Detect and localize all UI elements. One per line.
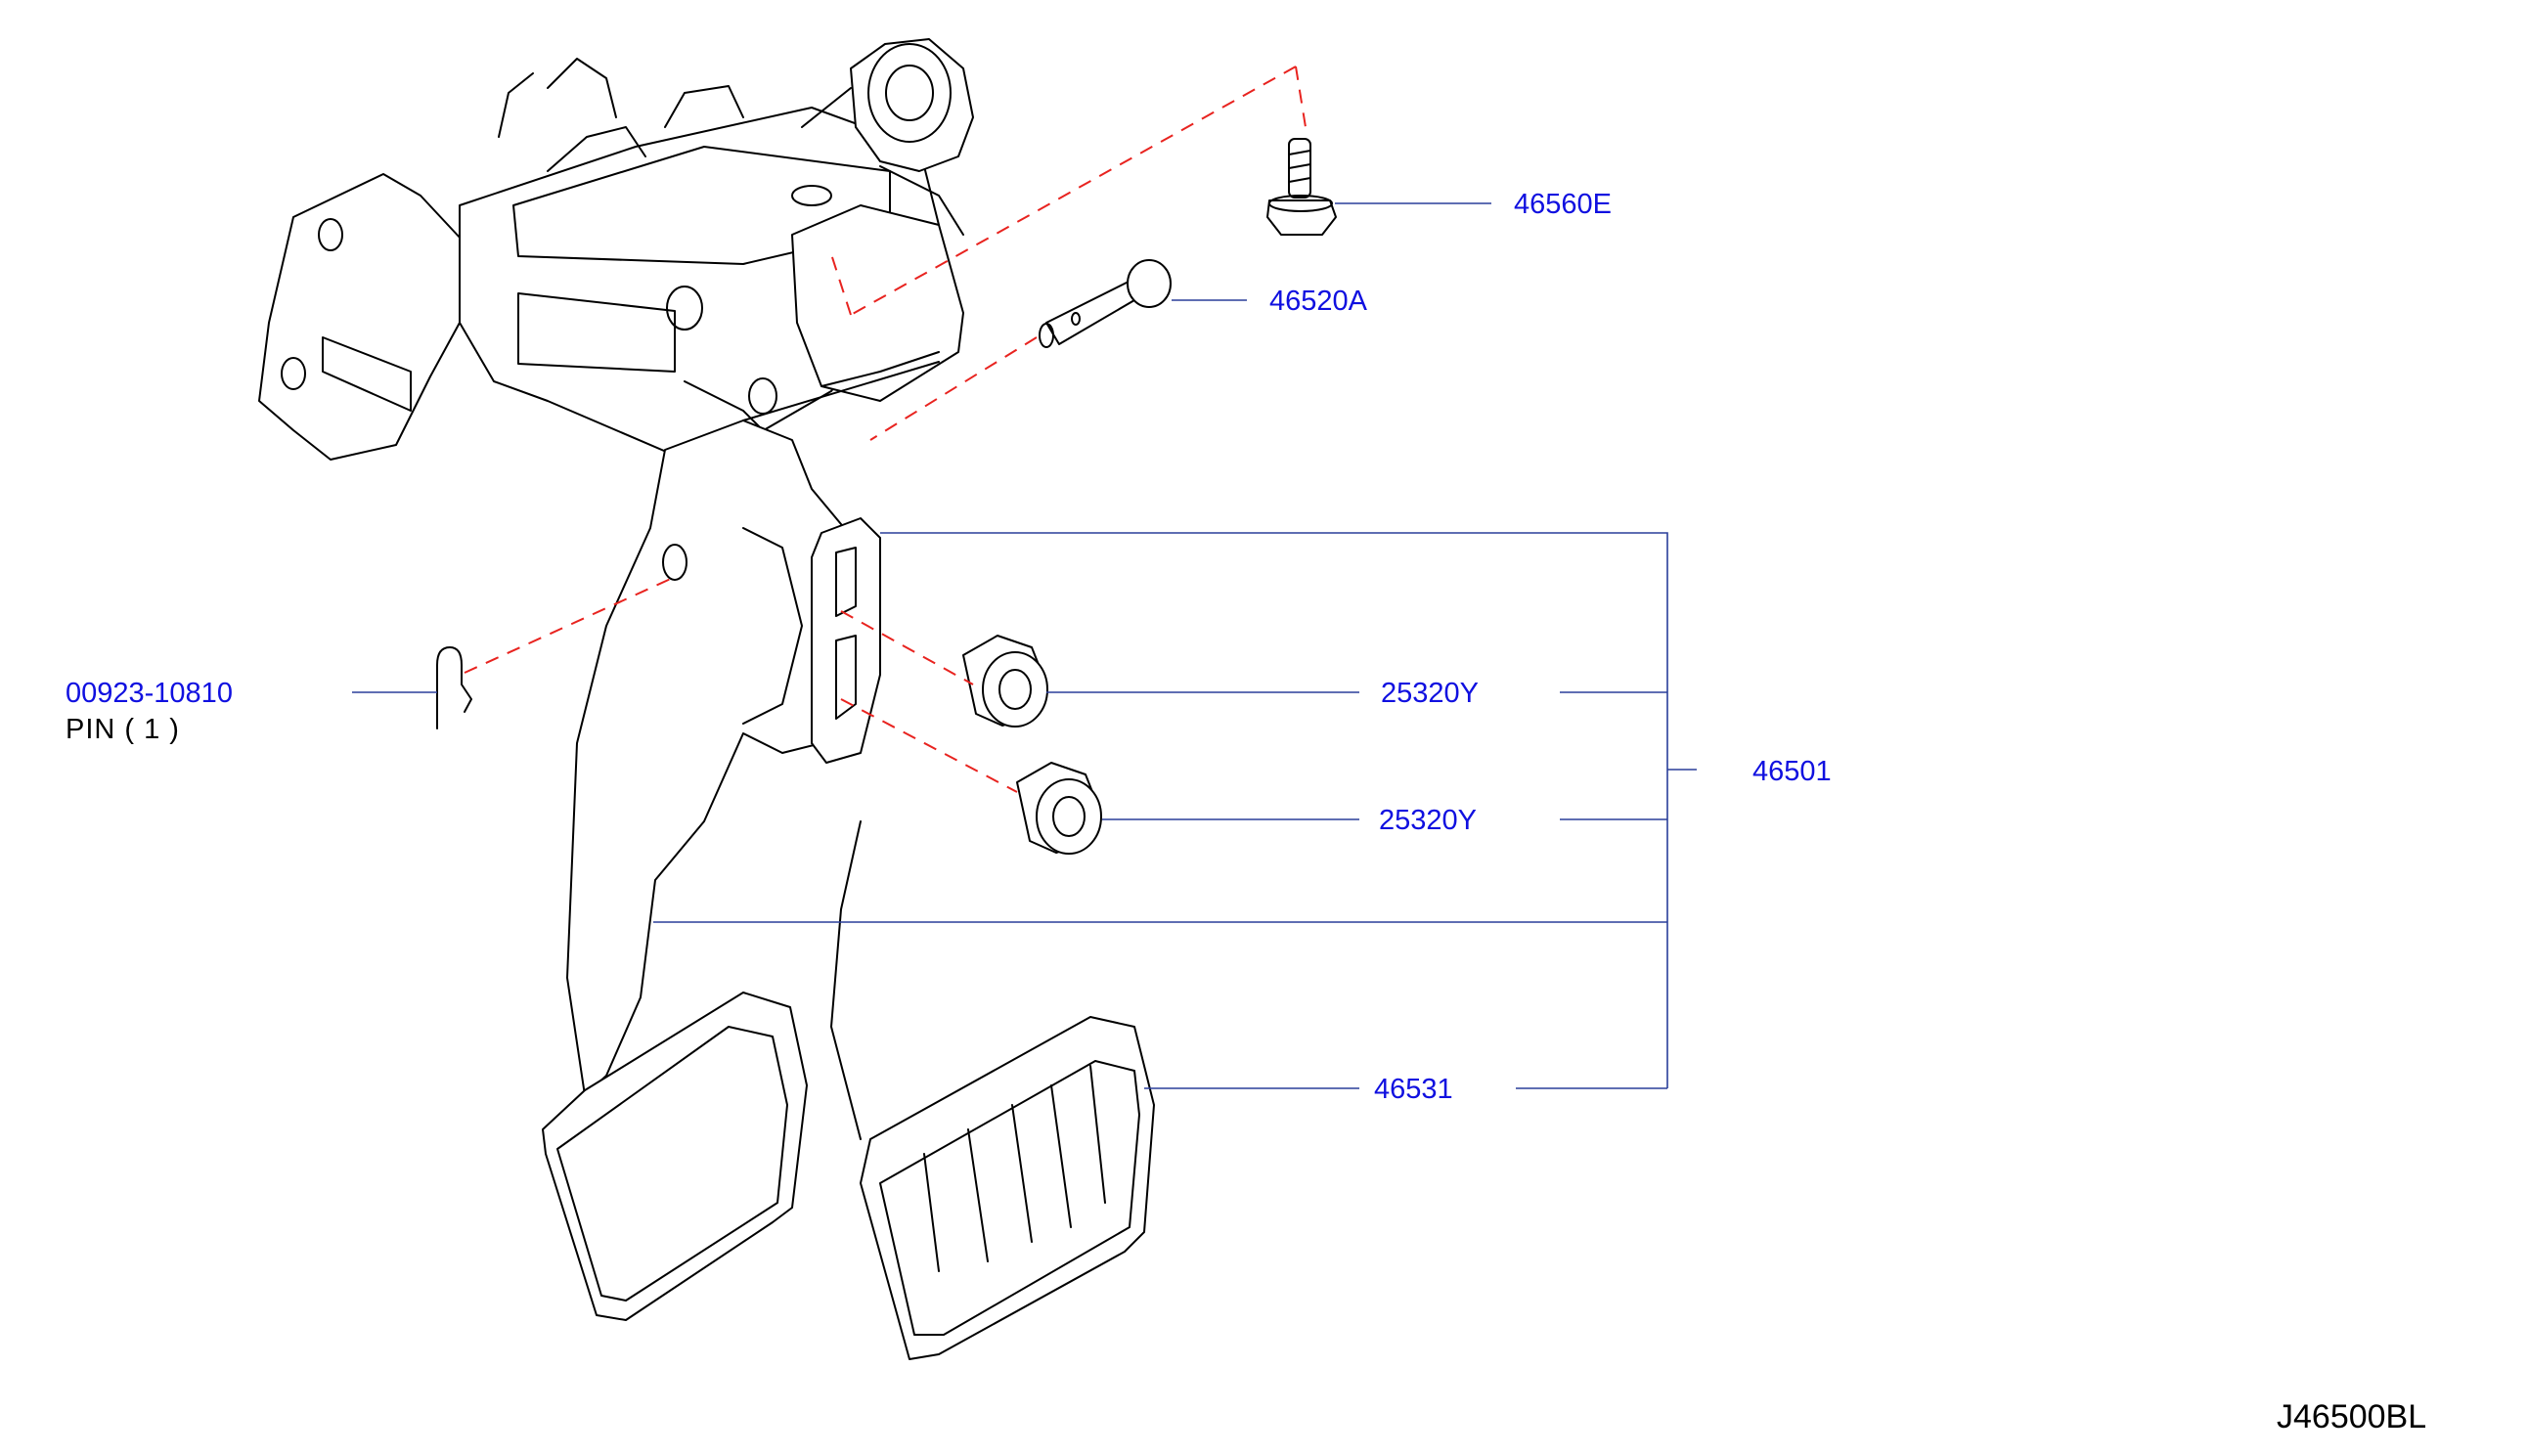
part-number-46560e[interactable]: 46560E bbox=[1514, 189, 1612, 220]
assembly-guide-lines bbox=[464, 66, 1307, 793]
part-number-46520a[interactable]: 46520A bbox=[1269, 286, 1367, 317]
part-number-00923-10810[interactable]: 00923-10810 bbox=[66, 678, 233, 709]
clevis-pin-46520a-drawing bbox=[1039, 259, 1172, 348]
part-number-46531[interactable]: 46531 bbox=[1374, 1074, 1453, 1105]
bushing-upper-drawing bbox=[962, 635, 1048, 728]
part-number-25320y-upper[interactable]: 25320Y bbox=[1381, 678, 1479, 709]
bolt-46560e-drawing bbox=[1266, 138, 1337, 236]
part-number-25320y-lower[interactable]: 25320Y bbox=[1379, 805, 1477, 836]
clip-pin-00923-drawing bbox=[436, 646, 472, 729]
diagram-code: J46500BL bbox=[2277, 1398, 2427, 1435]
part-description-pin: PIN ( 1 ) bbox=[66, 714, 180, 745]
part-number-46501[interactable]: 46501 bbox=[1752, 756, 1832, 787]
leader-lines bbox=[352, 202, 1697, 1089]
pedal-bracket-drawing bbox=[258, 38, 1155, 1360]
bushing-lower-drawing bbox=[1016, 762, 1102, 855]
